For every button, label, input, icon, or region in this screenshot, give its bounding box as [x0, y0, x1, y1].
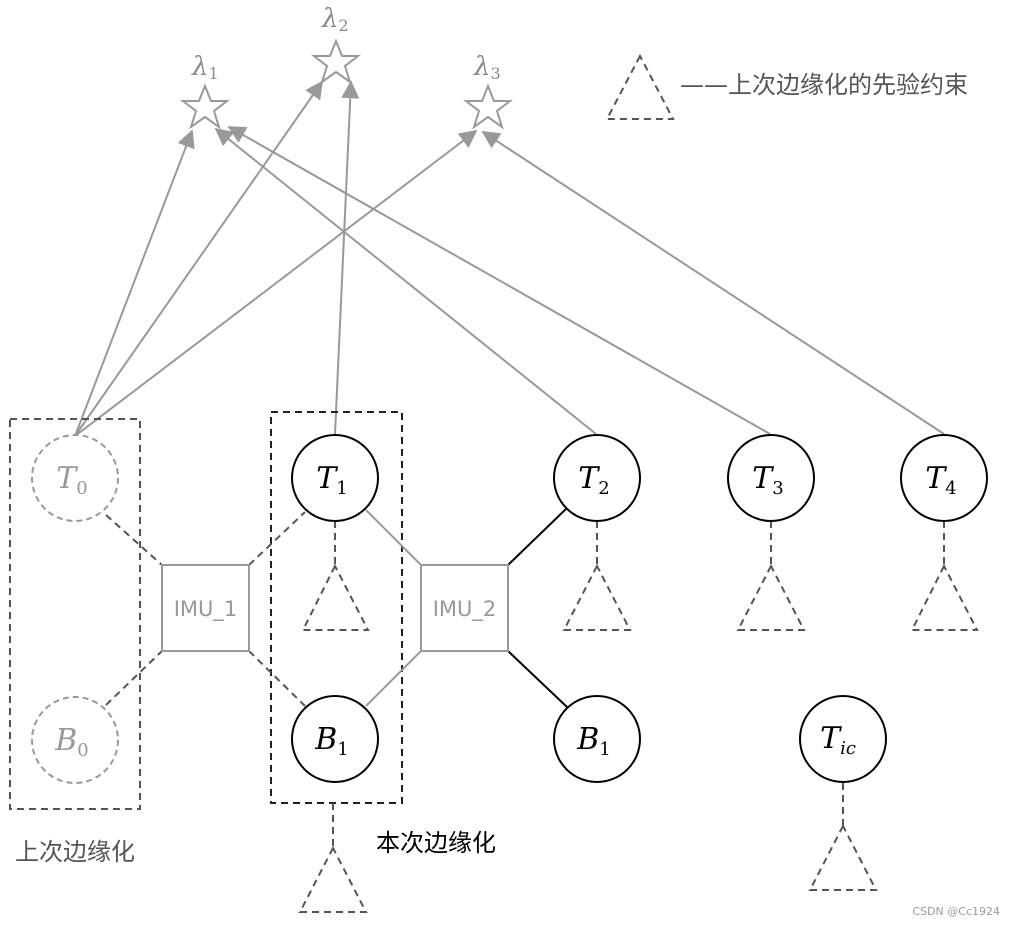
landmark-lambda3-label: λ3 [473, 52, 501, 83]
edge-T0-l3 [74, 129, 478, 437]
imu-factor-1-box [161, 564, 250, 652]
node-T0-circle [31, 434, 119, 522]
node-T2: T2 [553, 434, 641, 522]
node-B0-label: B0 [54, 723, 89, 761]
node-T0: T0 [31, 434, 119, 522]
imu-factor-1-label: IMU_1 [174, 597, 238, 622]
landmarks: λ1 λ2 λ3 [180, 4, 513, 130]
node-B1-marg: B1 [291, 695, 379, 783]
imu-factor-2-box [420, 564, 509, 652]
star-icon [311, 38, 361, 85]
edge-T2-l1 [214, 127, 597, 435]
edge-T1-imu2 [365, 509, 422, 566]
last-marg-box [9, 418, 141, 810]
landmark-lambda2-label: λ2 [321, 4, 349, 35]
edge-imu2-B1b [507, 650, 568, 708]
node-T4: T4 [900, 434, 988, 522]
node-T1-label: T1 [316, 461, 347, 499]
legend: ——上次边缘化的先验约束 [605, 53, 968, 120]
node-B1-marg-circle [291, 695, 379, 783]
node-B1-circle [553, 695, 641, 783]
edge-imu1-T1 [248, 511, 306, 566]
node-Tic-circle [799, 695, 887, 783]
edge-imu2-T2 [507, 507, 568, 566]
prior-triangle-T2 [562, 563, 632, 631]
imu-edges [105, 507, 568, 708]
edge-T1-l2 [334, 80, 360, 435]
legend-text: ——上次边缘化的先验约束 [680, 71, 968, 99]
node-T2-label: T2 [578, 461, 609, 499]
edge-imu1-B1a [248, 650, 306, 707]
node-B1-label: B1 [576, 722, 611, 760]
prior-triangle-icon [605, 53, 675, 120]
observation-edges [74, 80, 945, 437]
star-icon [463, 83, 513, 130]
node-T2-circle [553, 434, 641, 522]
node-T4-circle [900, 434, 988, 522]
node-T3-circle [727, 434, 815, 522]
prior-triangle-T1 [301, 563, 370, 631]
watermark: CSDN @Cc1924 [912, 905, 1000, 918]
node-B0: B0 [31, 696, 119, 784]
landmark-lambda2: λ2 [311, 4, 361, 85]
node-B1: B1 [553, 695, 641, 783]
this-marg-label: 本次边缘化 [376, 829, 496, 857]
edge-B0-imu1 [105, 650, 163, 706]
node-T3-label: T3 [752, 461, 783, 499]
node-T4-label: T4 [925, 461, 956, 499]
landmark-lambda3: λ3 [463, 52, 513, 130]
prior-triangle-T3 [736, 563, 806, 631]
edge-T0-l1 [74, 129, 195, 437]
this-marg-box [270, 411, 403, 804]
node-T3: T3 [727, 434, 815, 522]
edge-T4-l3 [481, 131, 945, 435]
prior-triangle-this-marg [298, 845, 368, 913]
landmark-lambda1-label: λ1 [191, 52, 219, 83]
imu-factor-1: IMU_1 [161, 564, 250, 652]
node-B1-marg-label: B1 [314, 722, 349, 760]
prior-triangle-Tic [808, 823, 878, 891]
star-icon [180, 83, 230, 130]
node-Tic: Tic [799, 695, 887, 783]
edge-T3-l1 [227, 126, 771, 435]
node-T1: T1 [291, 434, 379, 522]
landmark-lambda1: λ1 [180, 52, 230, 130]
last-marg-label: 上次边缘化 [15, 838, 135, 866]
imu-factor-2: IMU_2 [420, 564, 509, 652]
node-T0-label: T0 [56, 461, 87, 499]
node-Tic-label: Tic [820, 721, 856, 759]
state-nodes: T0 B0 T1 B1 T2 [31, 434, 988, 784]
edge-T0-l2 [74, 80, 324, 437]
node-B0-circle [31, 696, 119, 784]
node-T1-circle [291, 434, 379, 522]
edge-B1a-imu2 [365, 650, 422, 707]
imu-factor-2-label: IMU_2 [433, 597, 497, 622]
edge-T0-imu1 [105, 514, 163, 566]
prior-factors [298, 521, 979, 913]
prior-triangle-T4 [910, 563, 979, 631]
